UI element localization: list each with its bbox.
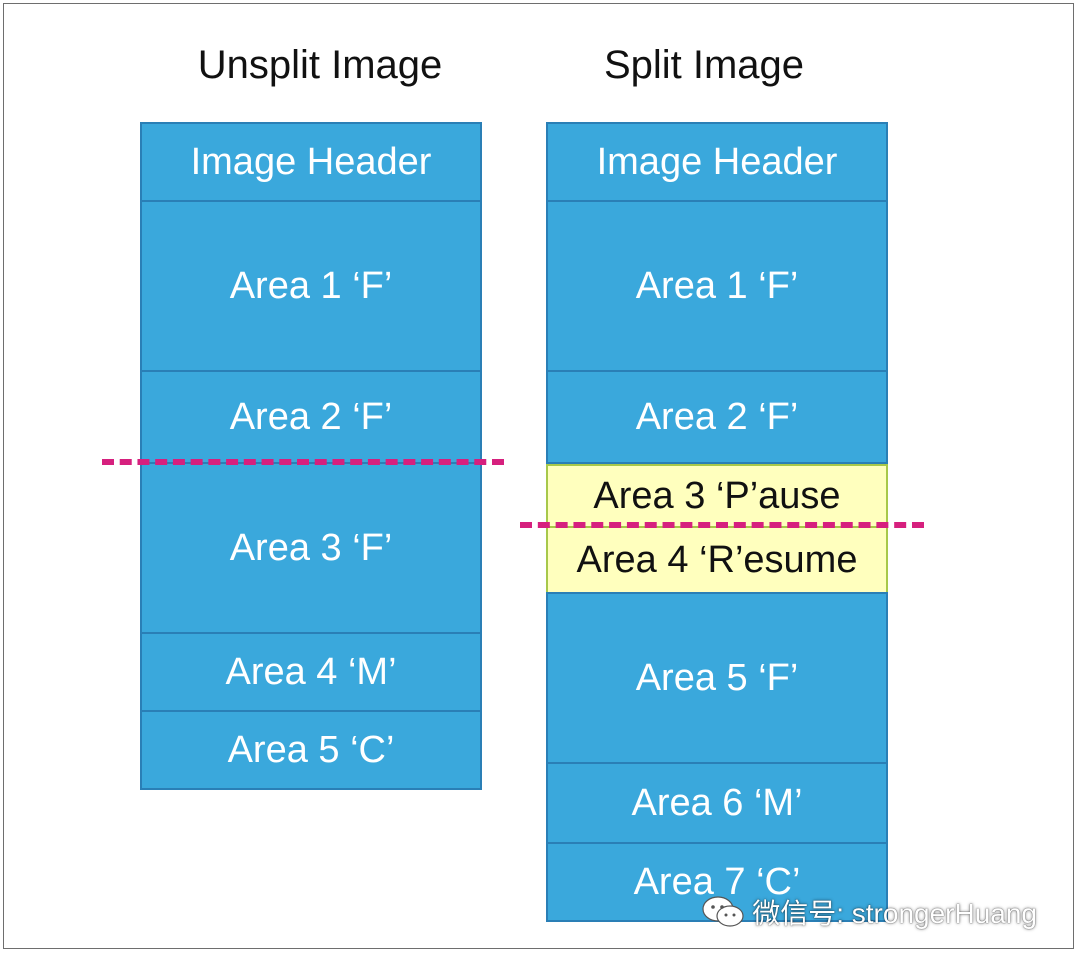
unsplit-area-4: Area 4 ‘M’ — [140, 632, 482, 712]
watermark-text: 微信号: strongerHuang — [752, 898, 1037, 929]
split-area-4-resume: Area 4 ‘R’esume — [546, 526, 888, 594]
unsplit-image-column: Image Header Area 1 ‘F’ Area 2 ‘F’ Area … — [140, 122, 482, 790]
split-area-5: Area 5 ‘F’ — [546, 592, 888, 764]
split-area-2: Area 2 ‘F’ — [546, 370, 888, 464]
split-image-header: Image Header — [546, 122, 888, 202]
split-image-title: Split Image — [603, 43, 805, 87]
unsplit-area-3: Area 3 ‘F’ — [140, 462, 482, 634]
unsplit-area-2: Area 2 ‘F’ — [140, 370, 482, 464]
split-image-column: Image Header Area 1 ‘F’ Area 2 ‘F’ Area … — [546, 122, 888, 922]
watermark: 微信号: strongerHuang — [700, 892, 1037, 932]
split-split-line — [520, 522, 924, 528]
wechat-icon — [702, 896, 744, 927]
split-area-1: Area 1 ‘F’ — [546, 200, 888, 372]
unsplit-area-1: Area 1 ‘F’ — [140, 200, 482, 372]
split-area-6: Area 6 ‘M’ — [546, 762, 888, 844]
unsplit-area-5: Area 5 ‘C’ — [140, 710, 482, 790]
unsplit-image-header: Image Header — [140, 122, 482, 202]
unsplit-split-line — [102, 459, 504, 465]
diagram-frame: Unsplit Image Image Header Area 1 ‘F’ Ar… — [3, 3, 1074, 949]
split-area-7: Area 7 ‘C’ — [546, 842, 888, 922]
split-area-3-pause: Area 3 ‘P’ause — [546, 464, 888, 528]
unsplit-image-title: Unsplit Image — [197, 43, 443, 87]
